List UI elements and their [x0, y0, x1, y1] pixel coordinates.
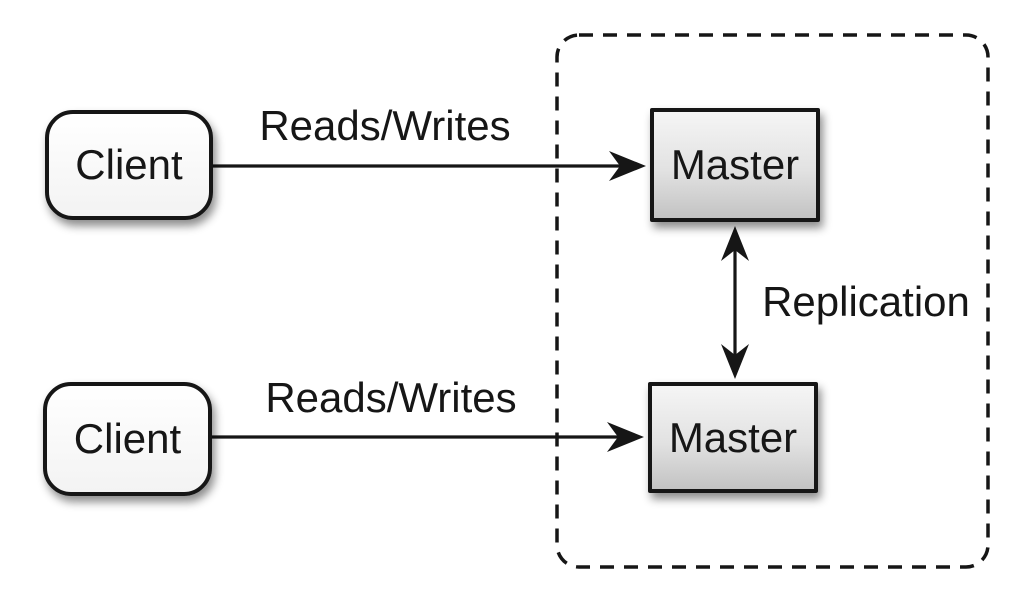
master-node-top-label: Master [670, 141, 800, 188]
master-group-dashed-boundary [555, 33, 990, 569]
arrow-replication [721, 226, 749, 379]
arrowhead-right-icon [607, 422, 644, 452]
arrow-reads-writes-top [211, 151, 646, 181]
arrow-reads-writes-bottom [210, 422, 644, 452]
client-node-top: Client [45, 110, 213, 220]
arrowhead-right-icon [609, 151, 646, 181]
client-node-bottom-label: Client [73, 415, 182, 462]
arrowhead-down-icon [721, 344, 749, 379]
client-node-top-label: Client [75, 141, 183, 188]
arrowhead-up-icon [721, 226, 749, 261]
edge-label-reads-writes-bottom: Reads/Writes [265, 374, 517, 421]
master-node-bottom: Master [648, 382, 818, 493]
edge-label-reads-writes-top: Reads/Writes [259, 102, 511, 149]
master-node-top: Master [650, 108, 820, 222]
client-node-bottom: Client [43, 382, 212, 496]
edge-label-replication: Replication [762, 278, 970, 325]
master-node-bottom-label: Master [668, 413, 798, 461]
